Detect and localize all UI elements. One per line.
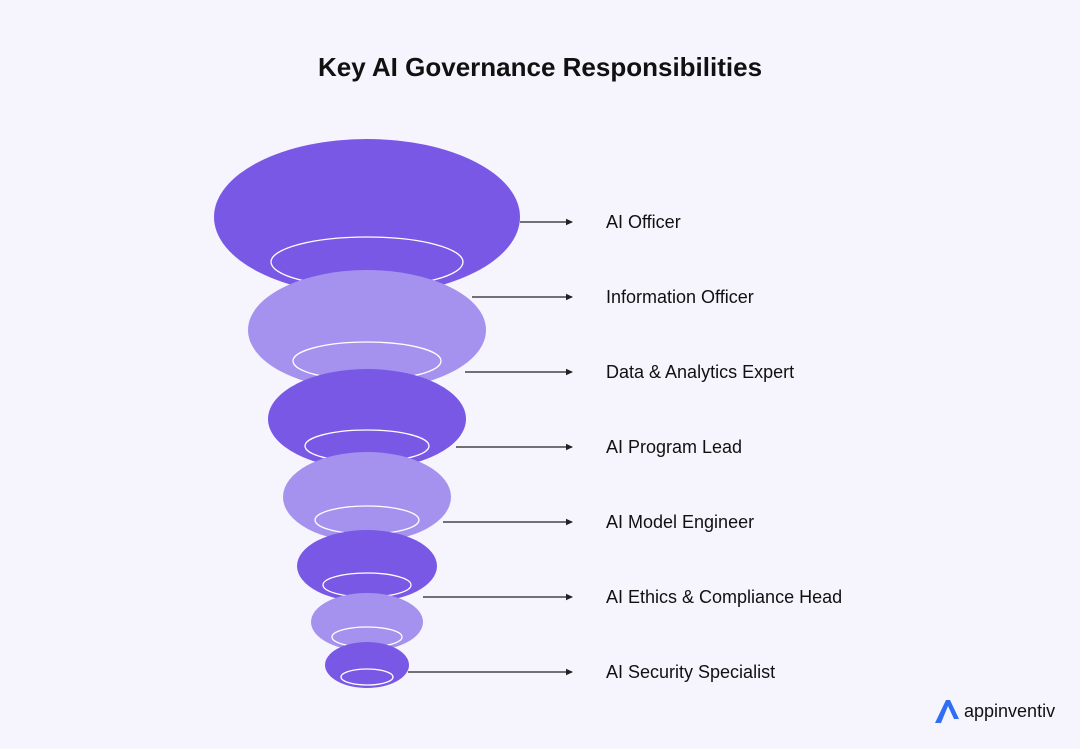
role-label: Data & Analytics Expert xyxy=(606,362,795,382)
tier-body xyxy=(268,369,466,469)
tier-body xyxy=(248,270,486,390)
role-label: Information Officer xyxy=(606,287,754,307)
role-label: AI Security Specialist xyxy=(606,662,776,682)
funnel-tier-4 xyxy=(283,452,451,542)
funnel-tier-5 xyxy=(297,530,437,602)
role-label: AI Model Engineer xyxy=(606,512,755,532)
funnel-tier-7 xyxy=(325,642,409,688)
brand-name: appinventiv xyxy=(964,700,1056,721)
tier-body xyxy=(297,530,437,602)
role-label: AI Program Lead xyxy=(606,437,743,457)
tier-inner-ring xyxy=(340,668,394,686)
connector-arrows xyxy=(408,218,573,676)
role-label: AI Officer xyxy=(606,212,681,232)
tier-body xyxy=(214,139,520,295)
appinventiv-logo-icon xyxy=(935,700,959,723)
funnel-tiers xyxy=(214,139,520,688)
brand-logo: appinventiv xyxy=(933,697,1055,725)
tier-body xyxy=(311,593,423,651)
diagram-title: Key AI Governance Responsibilities xyxy=(317,52,763,82)
role-label: AI Ethics & Compliance Head xyxy=(606,587,843,607)
tier-body xyxy=(283,452,451,542)
tier-body xyxy=(325,642,409,688)
